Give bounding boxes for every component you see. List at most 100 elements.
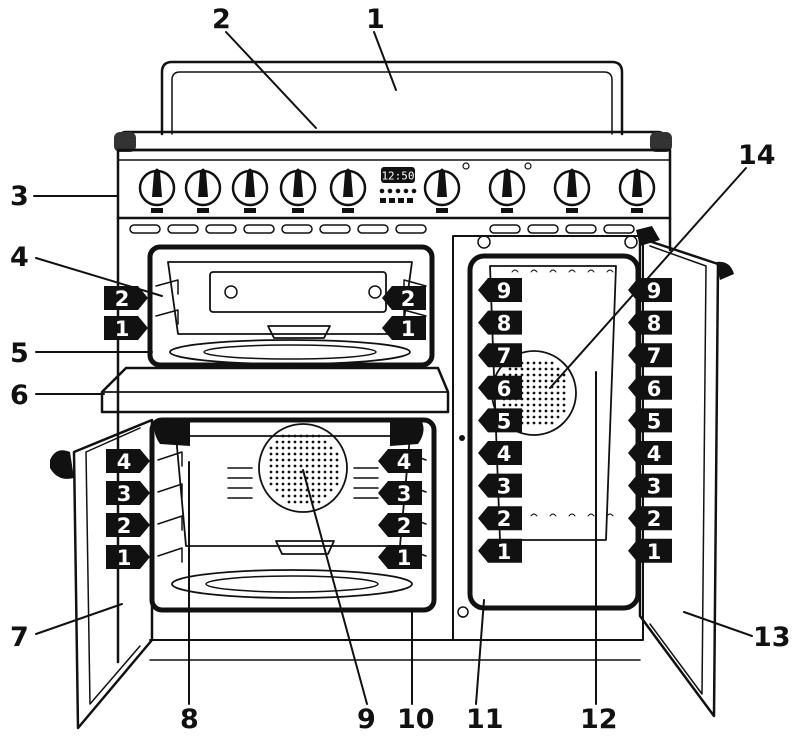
vent-slot: [489, 224, 521, 234]
grille-hole: [287, 470, 291, 474]
cavity-hook: [549, 269, 557, 273]
shelf-runner: [157, 451, 183, 467]
grille-hole: [335, 452, 339, 456]
badge-label: 1: [115, 317, 130, 341]
grille-hole: [305, 434, 309, 438]
grille-hole: [293, 500, 297, 504]
timer-button: [379, 188, 385, 194]
shelf-level-badge: 6: [478, 375, 522, 401]
badge-label: 7: [497, 344, 512, 368]
grille-hole: [281, 458, 285, 462]
knob-symbol: [342, 208, 354, 213]
upper-cavity-seal: [147, 244, 435, 368]
grille-hole: [281, 446, 285, 450]
callout-1: 1: [366, 4, 385, 35]
grille-hole: [281, 494, 285, 498]
grille-hole: [562, 391, 566, 395]
grille-hole: [544, 403, 548, 407]
callout-3: 3: [10, 181, 29, 212]
callout-12: 12: [580, 704, 618, 735]
badge-shape: [478, 441, 522, 465]
badge-shape: [628, 408, 672, 433]
badge-shape: [628, 375, 672, 400]
grille-hole: [305, 500, 309, 504]
grille-hole: [293, 494, 297, 498]
left-door-open: [72, 418, 154, 730]
grille-hole: [526, 367, 530, 371]
grille-hole: [508, 367, 512, 371]
knob-grip: [343, 168, 353, 197]
grille-hole: [299, 488, 303, 492]
indicator-light: [462, 162, 470, 170]
shelf-level-badge: 9: [628, 278, 672, 303]
grille-hole: [287, 464, 291, 468]
grille-hole: [305, 494, 309, 498]
badge-shape: [106, 481, 150, 505]
grille-hole: [311, 464, 315, 468]
badge-label: 3: [117, 482, 132, 506]
callout-9: 9: [357, 704, 376, 735]
badge-shape: [382, 286, 426, 310]
grille-hole: [538, 415, 542, 419]
grill-element: [209, 271, 387, 313]
grille-hole: [544, 367, 548, 371]
lower-cavity-back: [175, 435, 411, 547]
lower-floor-ring-inner: [205, 575, 379, 593]
grille-hole: [329, 482, 333, 486]
leader-line-2: [225, 31, 317, 129]
knob-symbol: [151, 208, 163, 213]
shelf-level-badge: 1: [382, 316, 426, 341]
badge-label: 3: [647, 475, 662, 499]
grille-hole: [281, 488, 285, 492]
grille-hole: [269, 458, 273, 462]
badge-label: 4: [117, 450, 132, 474]
grille-hole: [544, 385, 548, 389]
knob-grip: [245, 168, 255, 197]
leader-line-9: [302, 469, 368, 705]
grille-hole: [562, 403, 566, 407]
grille-hole: [287, 434, 291, 438]
callout-10: 10: [397, 704, 435, 735]
grille-hole: [550, 361, 554, 365]
cavity-hook: [549, 513, 557, 517]
grille-hole: [556, 391, 560, 395]
grille-hole: [532, 385, 536, 389]
grille-hole: [544, 379, 548, 383]
grille-hole: [323, 476, 327, 480]
grille-hole: [317, 476, 321, 480]
grille-hole: [532, 367, 536, 371]
grille-hole: [532, 379, 536, 383]
shelf-runner: [157, 483, 183, 499]
badge-label: 2: [117, 514, 132, 538]
leader-line-4: [35, 257, 163, 297]
grille-hole: [317, 446, 321, 450]
cavity-hook: [511, 269, 519, 273]
badge-label: 9: [647, 279, 662, 303]
shelf-level-badge: 2: [628, 506, 672, 531]
grille-hole: [526, 403, 530, 407]
grille-hole: [562, 397, 566, 401]
grille-hole: [538, 409, 542, 413]
callout-14: 14: [738, 140, 776, 171]
grille-hole: [526, 409, 530, 413]
grille-hole: [526, 391, 530, 395]
vent-slot: [205, 224, 237, 234]
grille-hole: [323, 488, 327, 492]
grille-hole: [299, 452, 303, 456]
grille-hole: [275, 482, 279, 486]
shelf-level-badge: 7: [628, 343, 672, 368]
frame-hole: [459, 435, 465, 441]
grille-hole: [538, 391, 542, 395]
callout-5: 5: [10, 338, 29, 369]
badge-label: 8: [497, 312, 512, 336]
grille-hole: [317, 488, 321, 492]
grille-hole: [556, 403, 560, 407]
badge-label: 6: [647, 377, 662, 401]
left-door-handle: [50, 450, 74, 479]
grille-hole: [335, 476, 339, 480]
shelf-level-badge: 1: [378, 545, 422, 570]
right-door-handle: [716, 261, 734, 280]
grille-hole: [544, 391, 548, 395]
badge-shape: [478, 310, 522, 335]
badge-shape: [378, 513, 422, 537]
